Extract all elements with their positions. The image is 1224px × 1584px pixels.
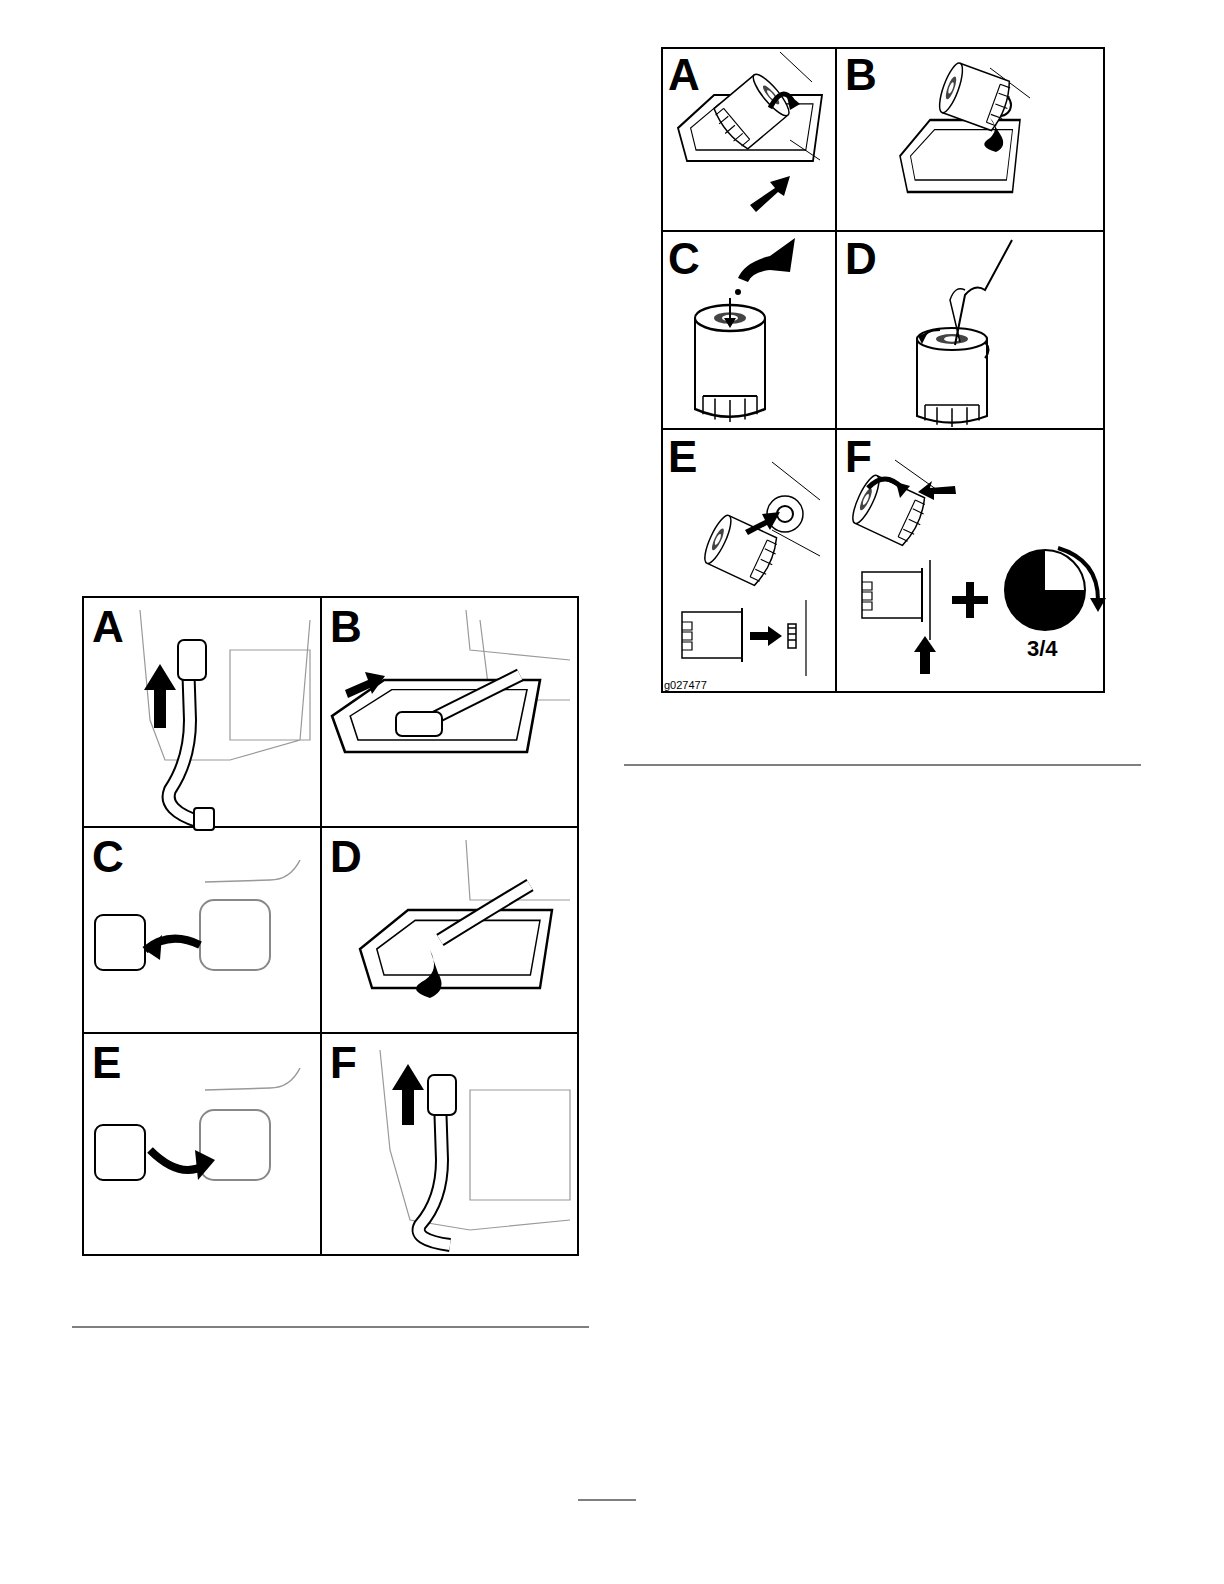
panel-letter: D bbox=[330, 835, 362, 879]
panel-letter: A bbox=[92, 605, 124, 649]
panel-letter: F bbox=[330, 1041, 357, 1085]
panel-letter: B bbox=[845, 53, 877, 97]
panel-letter: D bbox=[845, 237, 877, 281]
panel-letter: F bbox=[845, 435, 872, 479]
panel-letter: C bbox=[668, 237, 700, 281]
panel-letter: E bbox=[668, 435, 697, 479]
panel-letter: A bbox=[668, 53, 700, 97]
panel-letter: B bbox=[330, 605, 362, 649]
figure-label: g027477 bbox=[664, 680, 707, 691]
panel-letter: E bbox=[92, 1041, 121, 1085]
figure-label: 3/4 bbox=[1027, 638, 1058, 660]
panel-letter: C bbox=[92, 835, 124, 879]
